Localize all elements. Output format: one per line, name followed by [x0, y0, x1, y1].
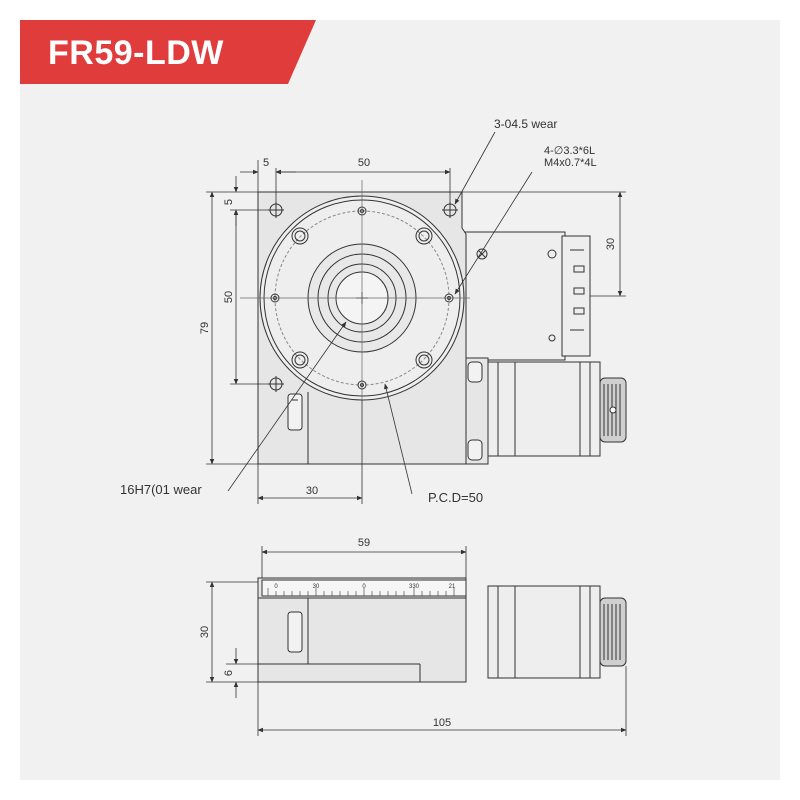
dim-top-50: 50 — [358, 157, 370, 169]
callout-pcd: P.C.D=50 — [428, 490, 483, 505]
dim-bottom-30: 30 — [306, 485, 318, 497]
side-view — [206, 546, 627, 736]
product-title: FR59-LDW — [48, 34, 224, 72]
title-banner — [20, 20, 316, 84]
scale-ticks — [267, 588, 455, 596]
dim-left-50: 50 — [223, 291, 235, 303]
banner-shape — [20, 20, 316, 84]
scale-label-5: 21 — [449, 584, 456, 590]
dim-left-79: 79 — [199, 322, 211, 334]
callout-thread-1: 4-∅3.3*6L — [544, 145, 595, 157]
scale-label-1: 0 — [274, 584, 278, 590]
leader-lines — [227, 131, 533, 495]
side-slot — [287, 611, 303, 653]
scale-label-2: 30 — [313, 584, 320, 590]
screw-icon — [547, 249, 557, 259]
scale-label-4: 330 — [409, 584, 420, 590]
scale-label-3: 0 — [362, 584, 366, 590]
dimension-lines — [206, 160, 626, 504]
dim-side-59: 59 — [358, 537, 370, 549]
callout-thread-2: M4x0.7*4L — [544, 157, 597, 169]
dim-top-5: 5 — [263, 157, 269, 169]
dim-right-30: 30 — [605, 238, 617, 250]
callout-bore: 16H7(01 wear — [120, 482, 202, 497]
dim-left-5: 5 — [223, 199, 235, 205]
top-view — [206, 131, 627, 504]
side-dimension-lines — [206, 546, 627, 736]
callout-wear-holes: 3-04.5 wear — [494, 117, 557, 131]
dim-side-30: 30 — [199, 626, 211, 638]
connector-block — [561, 235, 591, 357]
dim-side-6: 6 — [223, 670, 235, 676]
side-slot — [287, 393, 303, 431]
screw-icon — [548, 334, 556, 342]
stepper-motor — [487, 361, 601, 457]
counterbore-holes — [291, 227, 433, 369]
screw-icon — [476, 248, 488, 260]
dim-side-105: 105 — [433, 717, 451, 729]
side-motor — [487, 585, 601, 679]
